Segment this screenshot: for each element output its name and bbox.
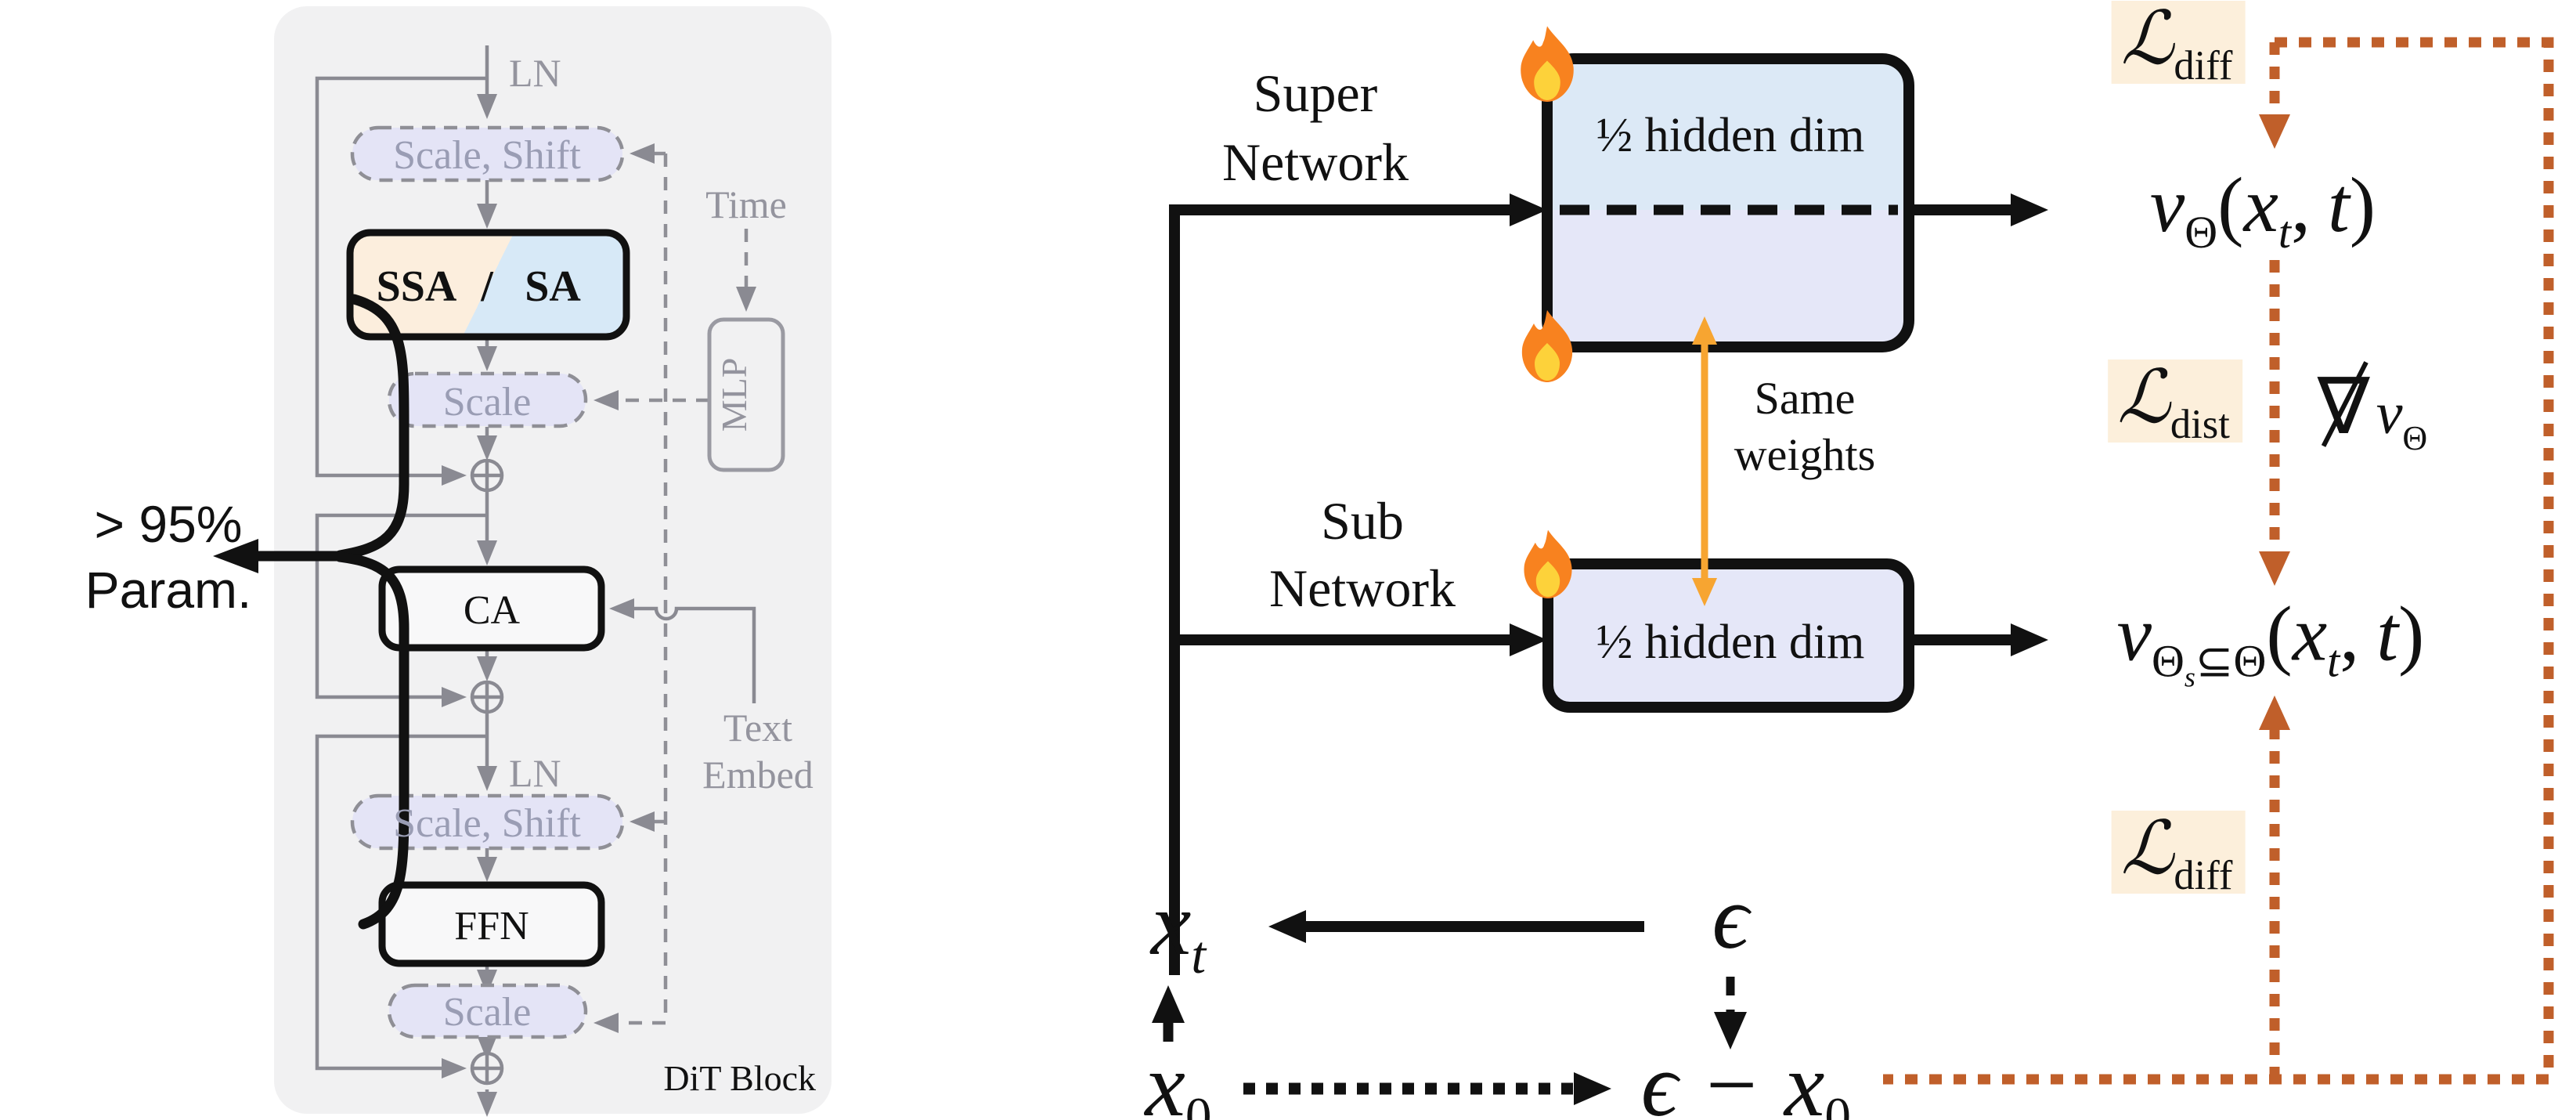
scale-label-2: Scale <box>443 990 532 1035</box>
t-symbol: t <box>2376 590 2399 677</box>
super-network-box <box>1542 53 1914 352</box>
x-symbol: x <box>2292 590 2328 677</box>
theta-symbol: Θ <box>2152 635 2185 687</box>
time-label: Time <box>705 182 787 226</box>
sub-box-label: ½ hidden dim <box>1596 616 1865 669</box>
epsilon-symbol: ϵ <box>1712 868 1749 968</box>
eps-label: ϵ <box>1712 873 1749 963</box>
paren-close: ) <box>2349 161 2376 248</box>
xt-label: xt <box>1151 879 1206 981</box>
brace-upper-curve <box>334 294 409 561</box>
x0-label: x0 <box>1145 1040 1211 1120</box>
loss-subscript: dist <box>2170 401 2230 447</box>
super-output-formula: vΘ(xt,t) <box>2150 166 2376 255</box>
ln-label-2: LN <box>509 751 561 795</box>
fire-icon <box>1524 529 1572 598</box>
dit-block-caption: DiT Block <box>663 1058 816 1098</box>
mlp-box <box>707 317 785 472</box>
v-symbol: v <box>2149 161 2185 248</box>
loss-diff-bottom-label: ℒdiff <box>2111 808 2246 896</box>
loss-symbol: ℒ <box>2117 357 2170 439</box>
zero-subscript: 0 <box>1185 1087 1212 1120</box>
add-node-2 <box>472 682 502 712</box>
ssa-sa-slash: / <box>480 262 494 311</box>
x-symbol: x <box>1150 874 1192 974</box>
ffn-label: FFN <box>454 904 529 948</box>
loss-dist-label: ℒdist <box>2108 357 2242 445</box>
scale-shift-pill-2 <box>350 793 625 851</box>
t-subscript: t <box>2278 207 2291 258</box>
v-symbol: v <box>2116 590 2152 677</box>
t-symbol: t <box>2328 161 2350 248</box>
scale-shift-label-2: Scale, Shift <box>393 801 581 846</box>
super-network-label-line1: Super <box>1254 63 1378 123</box>
comma: , <box>2291 161 2311 248</box>
paren-close: ) <box>2398 590 2425 677</box>
scale-pill-2 <box>387 983 588 1039</box>
t-subscript: t <box>1191 926 1207 985</box>
gradient-loop <box>1883 37 2554 1085</box>
super-network-label-line2: Network <box>1222 132 1409 192</box>
fire-icon <box>1521 26 1574 102</box>
nabla-icon: ∇ <box>2318 361 2370 447</box>
param-label-line2: Param. <box>85 561 252 619</box>
no-gradient-symbol: ∇vΘ <box>2318 361 2427 456</box>
theta-subscript: Θ <box>2185 207 2218 258</box>
sa-label: SA <box>525 262 581 311</box>
v-symbol: v <box>2376 381 2403 446</box>
paren-open: ( <box>2217 161 2244 248</box>
loss-diff-top-label: ℒdiff <box>2111 0 2246 86</box>
loss-subscript: diff <box>2174 42 2233 89</box>
dit-block-panel: LN Scale, Shift SSA / SA Scale CA LN Sca… <box>85 6 832 1117</box>
super-box-upper-half <box>1547 59 1909 210</box>
same-weights-label-line2: weights <box>1734 429 1875 480</box>
add-node-3 <box>472 1053 502 1083</box>
brace-lower-curve <box>334 551 409 930</box>
param-brace <box>213 294 409 930</box>
loss-symbol: ℒ <box>2120 808 2174 890</box>
brace-arrowhead <box>213 539 258 573</box>
text-embed-label-line2: Embed <box>702 753 814 797</box>
theta-subscript: Θ <box>2402 419 2428 457</box>
ln-label-1: LN <box>509 51 561 95</box>
scale-shift-pill-1 <box>350 125 625 182</box>
eps-minus-x0-label: ϵ − x0 <box>1641 1040 1851 1120</box>
sub-output-formula: vΘs⊆Θ(xt,t) <box>2117 594 2425 691</box>
ssa-sa-box <box>346 229 630 341</box>
super-input-arrow <box>1169 193 1547 975</box>
zero-subscript: 0 <box>1824 1087 1852 1120</box>
ca-label: CA <box>464 588 521 633</box>
scale-label-1: Scale <box>443 380 532 425</box>
mlp-label: MLP <box>714 358 754 432</box>
skip-connection-1 <box>315 76 487 486</box>
ssa-label: SSA <box>377 262 457 311</box>
paren-open: ( <box>2266 590 2293 677</box>
scale-shift-label-1: Scale, Shift <box>393 133 581 178</box>
add-node-1 <box>472 461 502 490</box>
theta-subset-subscript: Θs⊆Θ <box>2152 635 2267 691</box>
loss-subscript: diff <box>2174 852 2233 898</box>
conditioning-lines <box>593 143 756 1033</box>
loss-symbol: ℒ <box>2120 0 2174 80</box>
sub-network-label-line1: Sub <box>1321 491 1404 551</box>
comma: , <box>2340 590 2360 677</box>
t-subscript: t <box>2327 635 2340 687</box>
super-box-border <box>1542 53 1914 352</box>
sub-network-label-line2: Network <box>1269 558 1456 618</box>
weight-sharing-diagram: Super Network Sub Network ½ hidden dim ½… <box>1152 26 2554 1105</box>
ca-box <box>378 565 605 652</box>
same-weights-label-line1: Same <box>1755 373 1856 424</box>
x-symbol: x <box>2243 161 2278 248</box>
ffn-box <box>378 881 605 967</box>
x-symbol: x <box>1145 1035 1185 1120</box>
param-label-line1: > 95% <box>95 495 243 553</box>
super-box-label: ½ hidden dim <box>1596 109 1865 162</box>
subset-theta: ⊆Θ <box>2195 635 2267 687</box>
epsilon-minus-x: ϵ − x <box>1640 1035 1825 1120</box>
text-embed-label-line1: Text <box>723 706 792 750</box>
s-subscript: s <box>2184 661 2195 693</box>
scale-pill-1 <box>387 371 588 428</box>
text-embed-to-ca-arrow <box>609 598 756 703</box>
